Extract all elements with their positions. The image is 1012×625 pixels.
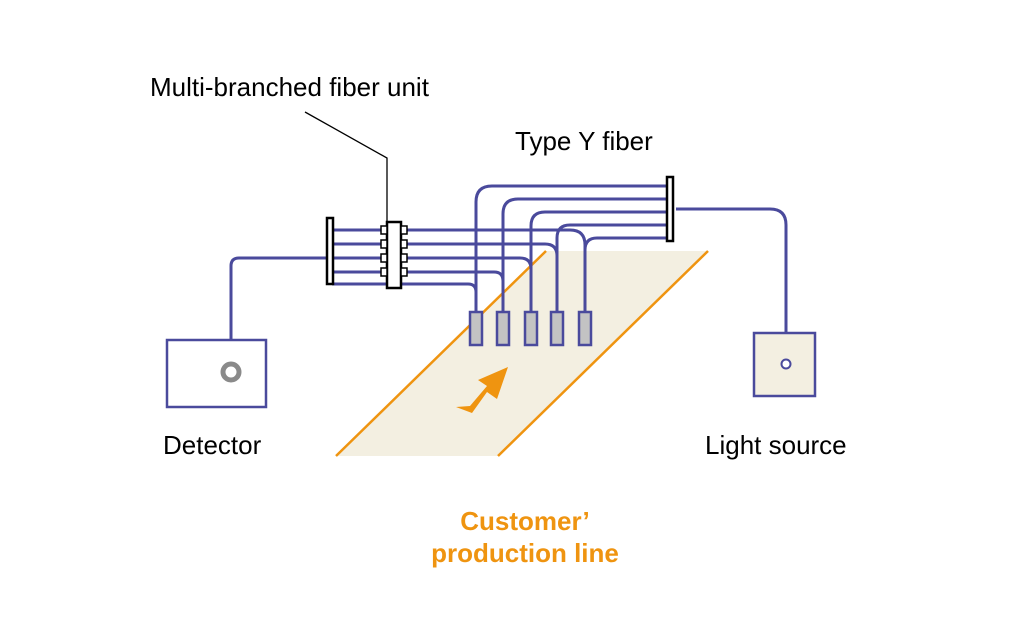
fiber-unit-to-probe (402, 282, 478, 312)
fiber-light-lead (676, 207, 788, 360)
belt-edge-left (335, 250, 547, 457)
detector-label: Detector (163, 430, 262, 460)
production-line-label: Customer’ production line (380, 505, 670, 569)
probe-head (468, 310, 484, 347)
probe-head (495, 310, 511, 347)
light-source-port-icon (780, 358, 792, 370)
probe-head (549, 310, 565, 347)
fiber-unit-label: Multi-branched fiber unit (150, 72, 429, 102)
light-source-label: Light source (705, 430, 847, 460)
fiber-probe-to-y (529, 210, 667, 312)
unit-leader-line (304, 111, 388, 222)
type-y-connector (665, 175, 675, 243)
type-y-fiber-label: Type Y fiber (515, 126, 653, 156)
fiber-probe-to-y (474, 184, 667, 312)
probe-head (523, 310, 539, 347)
multi-branched-fiber-unit (380, 220, 408, 290)
fiber-probe-to-y (501, 197, 667, 312)
probe-heads (468, 310, 593, 347)
production-line-label-line2: production line (431, 538, 619, 568)
belt-edge-right (497, 250, 709, 457)
detector-connector (325, 216, 335, 286)
fiber-unit-to-probe (402, 270, 505, 312)
fiber-probe-to-y (583, 236, 667, 312)
detector-box (165, 338, 268, 409)
fiber-probe-to-y (555, 223, 667, 312)
fiber-cables (229, 184, 788, 372)
detector-lens-icon (220, 361, 242, 383)
fiber-detector-lead (229, 256, 328, 372)
conveyor-belt (336, 251, 708, 456)
production-line-label-line1: Customer’ (460, 506, 590, 536)
direction-arrow-icon (456, 367, 508, 413)
probe-head (577, 310, 593, 347)
